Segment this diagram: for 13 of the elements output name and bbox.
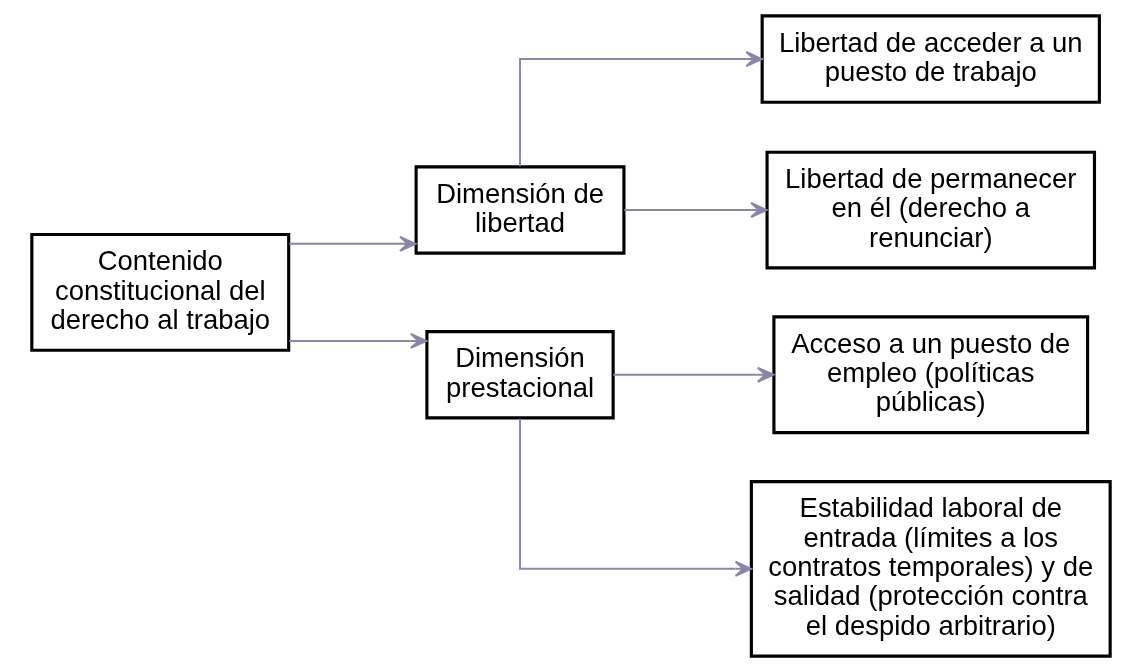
arrow	[519, 417, 753, 577]
node-box: Dimensión prestacional	[425, 330, 615, 420]
node-box: Dimensión de libertad	[414, 165, 626, 255]
arrow	[623, 202, 768, 219]
node-box: Libertad de permanecer en él (derecho a renunciar)	[765, 150, 1097, 270]
node-box: Contenido constitucional del derecho al trabajo	[30, 232, 291, 352]
node-box: Acceso a un puesto de empleo (políticas públicas)	[772, 315, 1090, 435]
arrow	[612, 366, 775, 383]
arrow	[288, 332, 428, 349]
arrow	[519, 51, 763, 168]
arrow	[288, 235, 417, 252]
node-box: Libertad de acceder a un puesto de trabajo	[760, 14, 1101, 104]
node-box: Estabilidad laboral de entrada (límites a los contratos temporales) y de salidad (protección contra el despido arbitrario)	[749, 480, 1112, 658]
